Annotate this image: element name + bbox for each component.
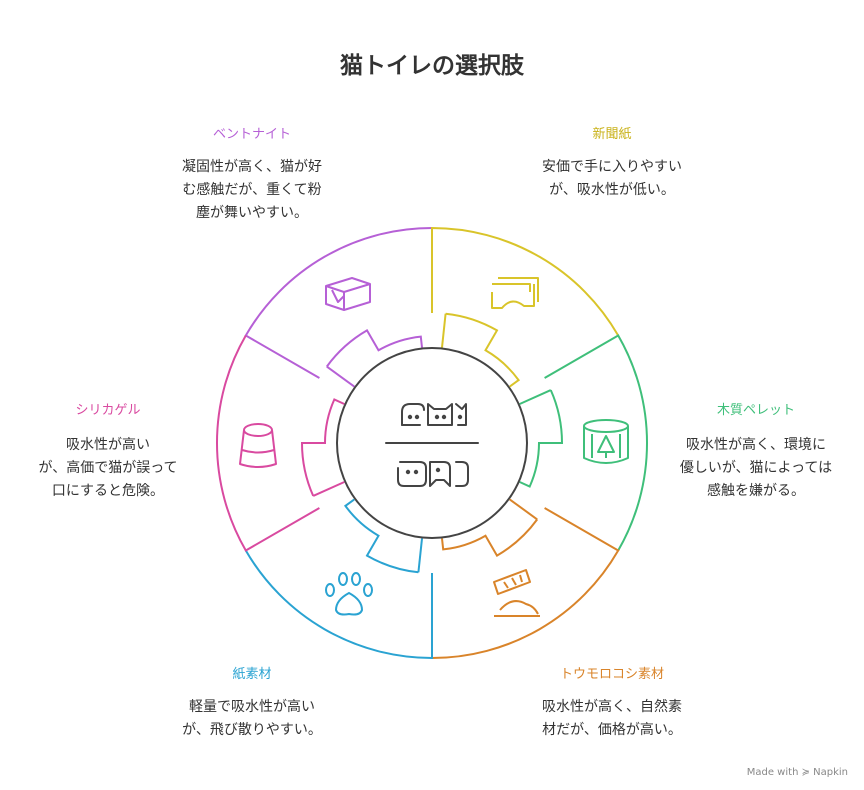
segment-outer-bentonite [244,227,433,379]
desc-line: が、吸水性が低い。 [549,182,675,198]
desc-line: 吸水性が高く、自然素 [542,699,682,715]
desc-line: 口にすると危険。 [51,483,165,499]
desc-line: が、高価で猫が誤って [38,460,178,476]
segment-connector-wood [519,389,552,405]
option-paper-title: 紙素材 [232,667,272,682]
desc-line: 軽量で吸水性が高い [189,699,315,715]
option-newspaper-title: 新聞紙 [592,127,632,142]
segment-connector-newspaper [441,313,447,348]
segment-outer-wood [544,334,648,551]
segment-connector-corn [509,498,538,521]
segment-inner-paper [344,498,419,574]
page-title: 猫トイレの選択肢 [340,53,524,79]
segment-connector-paper [417,538,423,573]
option-bentonite-desc: 凝固性が高く、猫が好 む感触だが、重くて粉 塵が舞いやすい。 [162,156,342,225]
desc-line: 優しいが、猫によっては [679,460,833,476]
segment-outer-silica [216,335,320,552]
option-paper-desc: 軽量で吸水性が高い が、飛び散りやすい。 [162,696,342,742]
segment-inner-silica [300,398,345,497]
desc-line: 吸水性が高く、環境に [686,437,826,453]
segment-inner-bentonite [325,329,423,368]
cat-litter-center-icon [385,403,479,487]
segment-inner-wood [519,389,564,488]
segment-connector-silica [312,481,345,497]
desc-line: 安価で手に入りやすい [542,159,682,175]
napkin-watermark: Made with ≽ Napkin [746,767,848,778]
desc-line: が、飛び散りやすい。 [182,722,322,738]
option-wood-desc: 吸水性が高く、環境に 優しいが、猫によっては 感触を嫌がる。 [666,434,846,503]
desc-line: 材だが、価格が高い。 [542,722,682,738]
wood-log-icon [583,419,629,464]
soap-bar-icon [325,277,371,311]
paw-print-icon [325,572,373,616]
desc-line: 感触を嫌がる。 [707,483,805,499]
wheel-segments [216,226,648,660]
desc-line: む感触だが、重くて粉 [182,182,322,198]
newspaper-icon [491,277,539,309]
corn-pile-icon [493,569,540,617]
option-silica-title: シリカゲル [75,403,141,418]
option-silica-desc: 吸水性が高い が、高価で猫が誤って 口にすると危険。 [18,434,198,503]
option-bentonite-title: ベントナイト [212,127,291,142]
option-corn-desc: 吸水性が高く、自然素 材だが、価格が高い。 [522,696,702,742]
desc-line: 吸水性が高い [66,437,150,453]
silica-jar-icon [239,423,277,468]
segment-inner-newspaper [445,312,520,388]
desc-line: 塵が舞いやすい。 [196,205,308,221]
option-wood-title: 木質ペレット [716,403,795,418]
option-newspaper-desc: 安価で手に入りやすい が、吸水性が低い。 [522,156,702,202]
segment-inner-corn [441,518,539,557]
segment-outer-corn [431,507,620,659]
segment-outer-paper [244,549,433,660]
segment-outer-newspaper [431,226,620,337]
desc-line: 凝固性が高く、猫が好 [182,159,322,175]
option-corn-title: トウモロコシ素材 [559,667,664,682]
segment-connector-bentonite [326,365,355,388]
